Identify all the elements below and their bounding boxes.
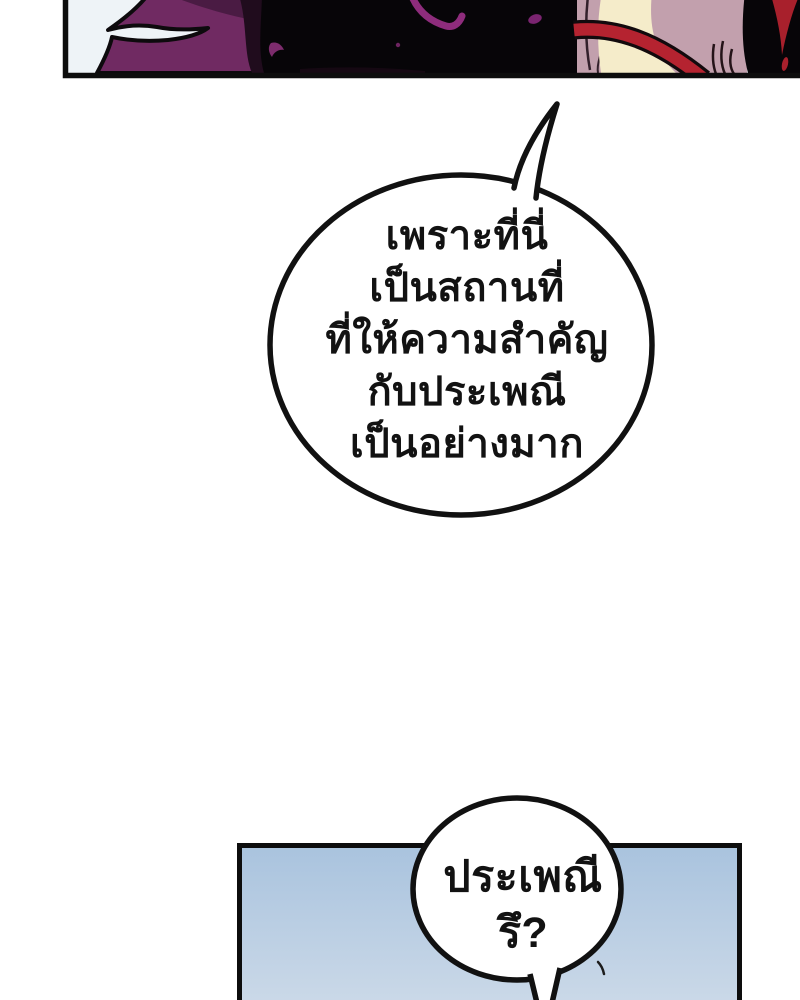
magenta-hook [268,42,284,57]
speech-bubble-main-tail [511,101,560,201]
magenta-streak [409,0,466,30]
black-shadow-mass [260,0,578,73]
speech-bubble-main-body [267,172,655,518]
character-shoulder-art [573,0,800,75]
red-small-mark [781,57,789,71]
magenta-blob [528,14,542,24]
purple-bottom-smudge [300,67,425,73]
speech-bubble-main-text: เพราะที่นี่ เป็นสถานที่ ที่ให้ความสำคัญ … [277,210,657,470]
speech-bubble-question-tail [527,967,563,1000]
magenta-dot [395,42,401,48]
speech-line: ประเพณี [443,853,603,901]
speech-line: ที่ให้ความสำคัญ [325,318,609,362]
speech-line: รึ? [497,909,549,957]
cloth-fold-line [711,43,718,75]
red-corner-band [772,0,798,55]
red-strap [573,23,708,75]
panel-top-border [62,0,800,79]
speech-bubble-question [410,795,624,1000]
cloth-fold-line [720,40,727,75]
speech-line: กับประเพณี [367,370,567,414]
cloth-fold-line [729,48,736,75]
sky-tick-mark [596,960,606,976]
panel-top [62,0,800,79]
speech-line: เพราะที่นี่ [385,214,549,258]
speech-line: เป็นอย่างมาก [350,422,584,466]
speech-line: เป็นสถานที่ [369,266,565,310]
speech-bubble-main [267,101,655,518]
hair-highlight-art [268,0,542,73]
speech-bubble-question-text: ประเพณี รึ? [393,849,653,961]
speech-bubble-question-body [410,795,624,983]
